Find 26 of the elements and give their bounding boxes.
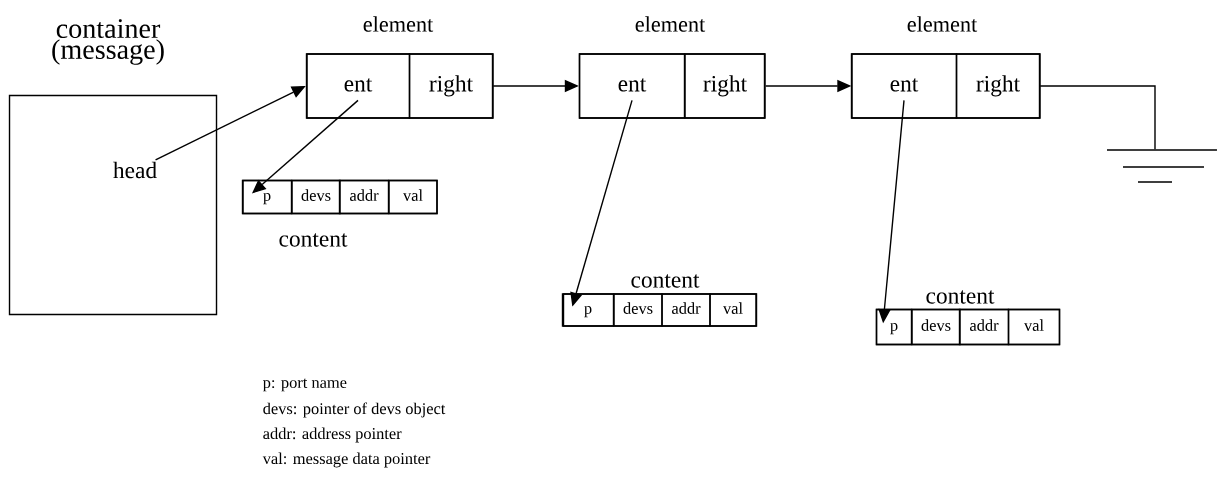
field-cell: ent [305,53,411,119]
field-cell: val [1007,308,1061,346]
container-heading: container (message) [52,19,164,65]
content-heading: content [926,290,995,304]
field-cell: p [875,308,913,346]
legend-note: devs: pointer of devs object [263,402,446,418]
element-heading: element [635,16,706,32]
field-cell: devs [291,179,341,215]
ground-symbol [1106,149,1217,183]
field-cell: addr [338,179,390,215]
field-cell: right [955,53,1041,119]
field-cell: right [408,53,494,119]
element-heading: element [907,16,978,32]
content-heading: content [631,274,700,288]
field-cell: ent [850,53,958,119]
field-cell: devs [911,308,961,346]
field-cell: addr [958,308,1010,346]
element-heading: element [363,16,434,32]
content-heading: content [279,233,348,247]
field-cell: val [388,179,438,215]
connector-line [1039,85,1156,150]
field-cell: p [241,179,293,215]
legend-note: addr: address pointer [263,427,402,443]
legend-note: val: message data pointer [262,452,431,468]
legend-note: p: port name [262,378,347,392]
pointer-label: head [113,161,157,179]
